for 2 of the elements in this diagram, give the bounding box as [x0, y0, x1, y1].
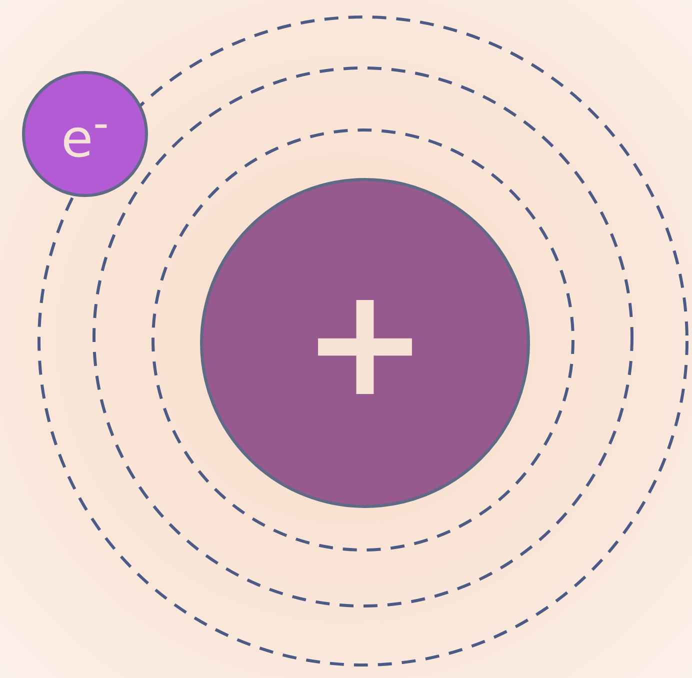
electron-symbol: e$^{-}$	[61, 102, 109, 166]
plus-sign: +	[302, 268, 428, 418]
